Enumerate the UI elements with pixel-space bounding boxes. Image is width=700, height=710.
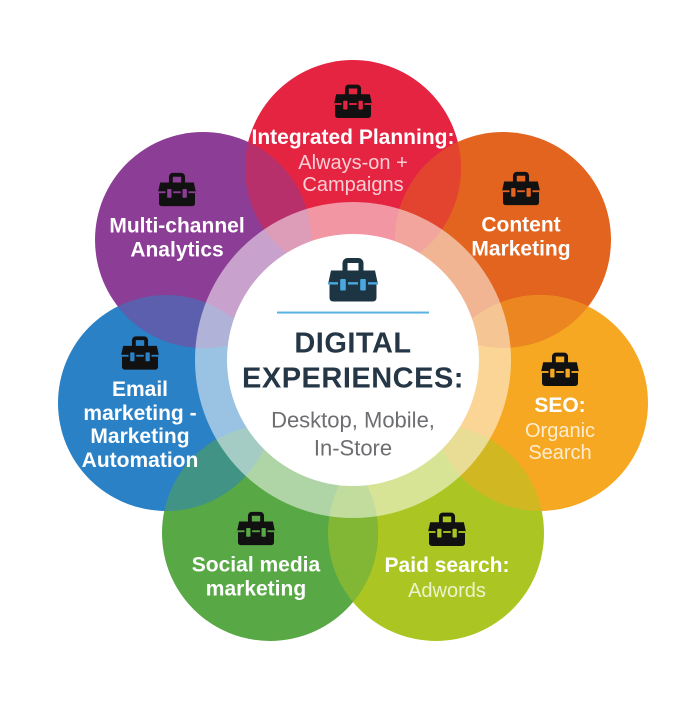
petal-content-content-marketing: Content Marketing: [401, 171, 641, 260]
petal-label: Integrated Planning:: [251, 126, 455, 150]
petal-label: Email marketing - Marketing Automation: [81, 377, 199, 472]
petal-label: Multi-channel Analytics: [109, 214, 245, 261]
center-subtitle: Desktop, Mobile, In-Store: [271, 407, 435, 461]
toolbox-icon: [424, 512, 470, 548]
toolbox-icon: [117, 336, 163, 372]
toolbox-icon: [330, 84, 376, 120]
petal-content-multi-channel: Multi-channel Analytics: [57, 172, 297, 261]
petal-label: Social media marketing: [191, 553, 321, 600]
petal-content-paid-search: Paid search: Adwords: [327, 512, 567, 602]
petal-content-social-media: Social media marketing: [136, 511, 376, 600]
divider-line: [277, 311, 429, 314]
center-content: DIGITAL EXPERIENCES: Desktop, Mobile, In…: [233, 258, 473, 463]
petal-content-email-marketing: Email marketing - Marketing Automation: [20, 336, 260, 472]
petal-sublabel: Adwords: [408, 579, 486, 602]
petal-label: Content Marketing: [471, 213, 571, 260]
petal-sublabel: Organic Search: [524, 419, 596, 464]
toolbox-icon: [323, 258, 383, 305]
toolbox-icon: [498, 171, 544, 207]
petal-label: SEO:: [534, 394, 586, 418]
petal-content-seo: SEO: Organic Search: [440, 352, 680, 464]
toolbox-icon: [233, 511, 279, 547]
center-title: DIGITAL EXPERIENCES:: [242, 327, 464, 395]
petal-label: Paid search:: [384, 554, 510, 578]
petal-sublabel: Always-on + Campaigns: [298, 151, 408, 196]
toolbox-icon: [154, 172, 200, 208]
toolbox-icon: [537, 352, 583, 388]
